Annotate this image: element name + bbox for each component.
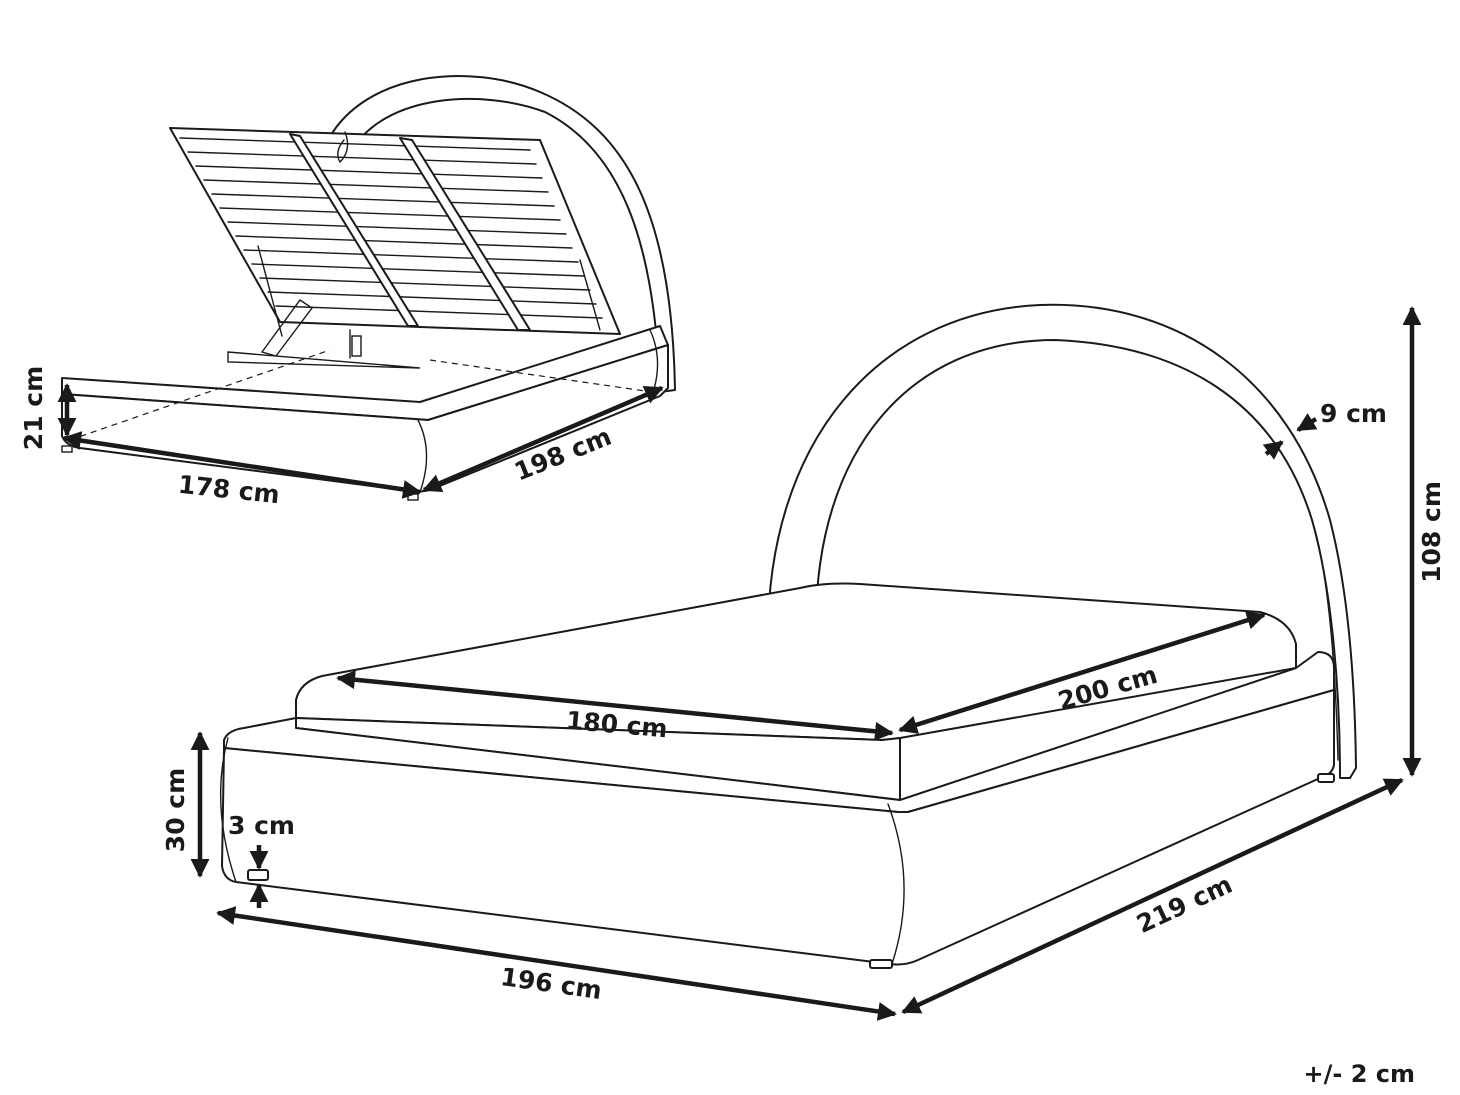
small-storage-bracket — [351, 335, 362, 357]
dim-arrow-180 — [336, 670, 894, 741]
main-headboard-edge — [1311, 519, 1339, 761]
main-foot — [869, 959, 893, 969]
label-storage-height: 21 cm — [19, 366, 48, 450]
label-frame-width: 178 cm — [177, 470, 281, 509]
dim-arrow-9-outer — [1296, 413, 1318, 432]
small-foot — [407, 493, 419, 501]
dim-arrow-9-inner — [1262, 440, 1284, 460]
small-slat-frame — [169, 127, 621, 335]
main-frame-top — [223, 651, 1335, 813]
small-gas-lift-left — [260, 299, 314, 357]
small-foot — [61, 445, 73, 453]
small-headboard — [327, 74, 676, 393]
label-total-height: 108 cm — [1417, 481, 1446, 583]
label-leg-height: 3 cm — [228, 811, 295, 840]
main-frame-corner-left — [219, 737, 237, 883]
small-gas-lift-right — [579, 259, 601, 331]
main-foot — [247, 869, 269, 881]
main-headboard — [766, 303, 1357, 779]
dim-arrow-178 — [62, 431, 422, 499]
dim-arrow-219 — [901, 777, 1404, 1015]
dim-arrow-198 — [422, 385, 664, 493]
dimension-lines — [57, 306, 1422, 1021]
small-slat-rail-2 — [399, 137, 531, 331]
small-storage-floor — [227, 351, 421, 369]
small-gas-lift-rod — [257, 245, 283, 337]
hidden-edge-left — [69, 349, 331, 441]
label-headboard-thickness: 9 cm — [1320, 399, 1387, 428]
dim-arrow-200 — [898, 611, 1266, 734]
dim-arrow-196 — [216, 906, 897, 1021]
pull-strap-icon — [337, 131, 349, 164]
small-slats — [179, 137, 603, 319]
label-frame-height: 30 cm — [161, 768, 190, 852]
label-tolerance: +/- 2 cm — [1304, 1060, 1415, 1088]
main-foot — [1317, 773, 1335, 783]
small-slat-rail-1 — [289, 133, 419, 327]
hidden-edge-right — [429, 359, 653, 393]
